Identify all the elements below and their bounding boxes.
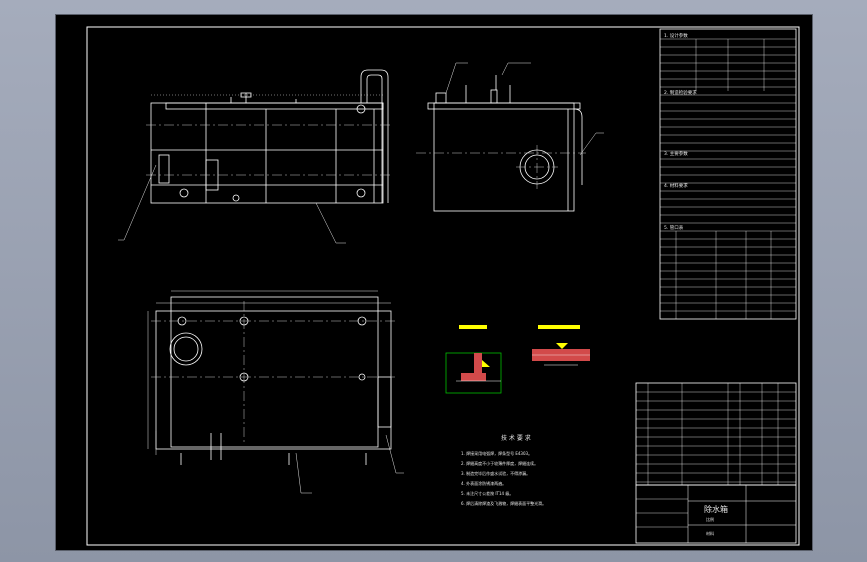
design-section-3: 3. 主要参数	[664, 150, 688, 157]
side-view-leaders	[445, 62, 604, 156]
scale-label: 比例	[706, 516, 714, 522]
design-section-2: 2. 制造检验要求	[664, 89, 697, 96]
title-block: 除水箱 比例 材料	[635, 484, 797, 544]
front-view	[150, 69, 389, 204]
design-section-1: 1. 设计参数	[664, 32, 688, 39]
design-section-4: 4. 材料要求	[664, 182, 688, 189]
tech-note-line-4: 4. 外表面涂防锈漆两遍。	[461, 480, 506, 486]
plan-view-dimensions	[147, 290, 404, 494]
weld-detail-2	[532, 325, 590, 366]
design-data-table: 1. 设计参数 2. 制造检验要求 3. 主要参数 4. 材料要求 5. 管口表	[659, 28, 797, 320]
drawing-sheet: 技 术 要 求 1. 焊接采用电弧焊，焊条型号 E4303。 2. 焊缝高度不小…	[55, 14, 813, 551]
tech-note-line-5: 5. 未注尺寸公差按 IT14 级。	[461, 490, 513, 496]
tech-note-line-6: 6. 焊后清除焊渣及飞溅物，焊缝表面平整光滑。	[461, 500, 546, 506]
drawing-frame	[86, 26, 800, 546]
plan-view-centerlines	[151, 301, 396, 445]
parts-list	[635, 382, 797, 486]
cad-drawing: 技 术 要 求 1. 焊接采用电弧焊，焊条型号 E4303。 2. 焊缝高度不小…	[86, 26, 800, 546]
side-view-centerlines	[416, 145, 586, 189]
tech-note-line-1: 1. 焊接采用电弧焊，焊条型号 E4303。	[461, 450, 532, 456]
technical-notes: 技 术 要 求 1. 焊接采用电弧焊，焊条型号 E4303。 2. 焊缝高度不小…	[461, 434, 546, 506]
material-label: 材料	[706, 530, 714, 536]
tech-note-line-2: 2. 焊缝高度不小于较薄件厚度，焊缝连续。	[461, 460, 538, 466]
tech-notes-heading: 技 术 要 求	[501, 434, 531, 442]
front-view-centerlines	[146, 124, 391, 176]
weld-detail-1	[445, 325, 502, 394]
side-view	[427, 75, 583, 212]
drawing-title: 除水箱	[704, 504, 728, 514]
design-section-5: 5. 管口表	[664, 224, 684, 231]
front-view-leaders	[118, 94, 383, 244]
tech-note-line-3: 3. 制造完毕后作盛水试验，不得渗漏。	[461, 470, 530, 476]
plan-view	[155, 296, 392, 465]
